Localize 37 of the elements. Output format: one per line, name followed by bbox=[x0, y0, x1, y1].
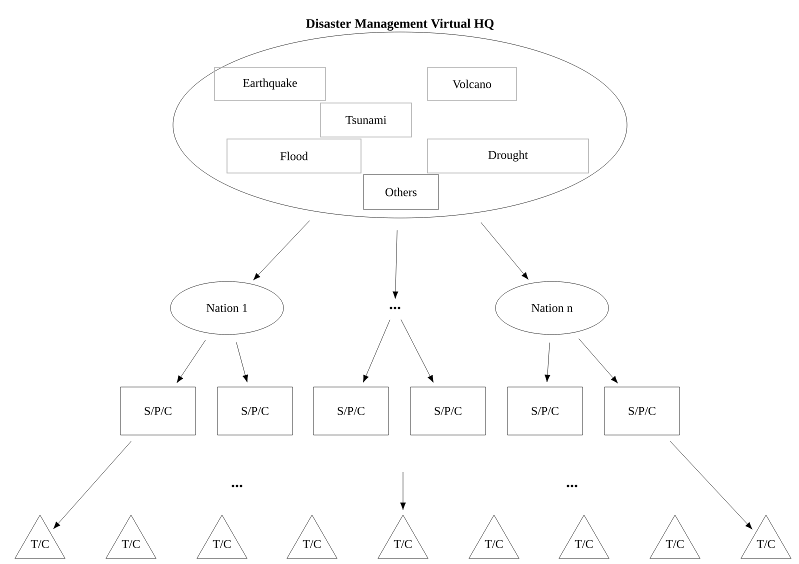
tc-triangle: T/C bbox=[650, 514, 700, 559]
arrow bbox=[53, 441, 132, 529]
tc-triangle: T/C bbox=[378, 514, 428, 559]
disaster-box: Earthquake bbox=[214, 67, 326, 101]
arrow bbox=[544, 342, 550, 382]
arrow bbox=[400, 319, 434, 383]
arrow bbox=[363, 320, 390, 383]
disaster-box: Volcano bbox=[427, 67, 517, 101]
disaster-box: Drought bbox=[427, 138, 589, 174]
arrow bbox=[253, 220, 310, 280]
ellipsis-text: ... bbox=[232, 484, 242, 488]
region-box: S/P/C bbox=[410, 386, 486, 436]
tc-triangle: T/C bbox=[558, 514, 610, 559]
tc-triangle: T/C bbox=[740, 514, 792, 559]
arrow bbox=[236, 342, 248, 382]
ellipsis-text: ... bbox=[390, 306, 400, 310]
region-box: S/P/C bbox=[120, 386, 196, 436]
disaster-box: Others bbox=[363, 174, 439, 210]
ellipsis-text: ... bbox=[566, 484, 578, 488]
arrow bbox=[578, 338, 618, 384]
disaster-box: Flood bbox=[226, 138, 362, 174]
arrow bbox=[670, 440, 752, 530]
region-box: S/P/C bbox=[313, 386, 389, 436]
arrow bbox=[400, 472, 406, 510]
tc-triangle: T/C bbox=[286, 514, 338, 559]
region-box: S/P/C bbox=[604, 386, 680, 436]
tc-triangle: T/C bbox=[14, 514, 66, 559]
tc-triangle: T/C bbox=[106, 514, 156, 559]
tc-triangle: T/C bbox=[468, 514, 520, 559]
node-label: Disaster Management Virtual HQ bbox=[306, 18, 494, 31]
arrow bbox=[480, 222, 528, 280]
arrow bbox=[176, 340, 206, 383]
arrow bbox=[392, 230, 398, 299]
region-box: S/P/C bbox=[217, 386, 293, 436]
disaster-box: Tsunami bbox=[320, 102, 412, 138]
region-box: S/P/C bbox=[507, 386, 583, 436]
tc-triangle: T/C bbox=[196, 514, 248, 559]
